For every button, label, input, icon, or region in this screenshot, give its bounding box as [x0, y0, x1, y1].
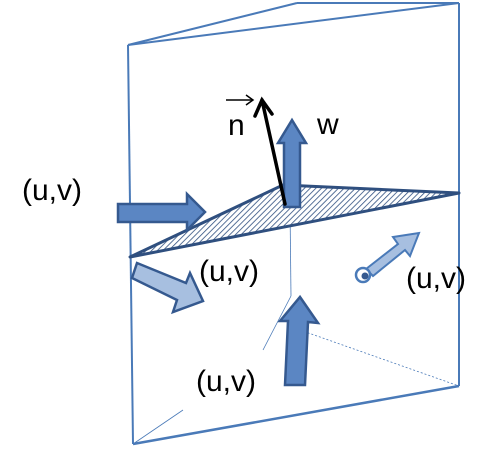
label-uv-center: (u,v): [199, 255, 259, 288]
label-uv-left: (u,v): [22, 174, 82, 207]
lower-left-flux-arrow: [130, 261, 205, 315]
bottom-edge-front: [132, 384, 460, 446]
cutting-plane: [128, 183, 461, 259]
top-edge-front: [127, 2, 460, 46]
label-uv-right: (u,v): [406, 262, 466, 295]
top-edge-left: [127, 2, 298, 46]
label-uv-bottom: (u,v): [196, 365, 256, 398]
vector-accent-icon: [226, 94, 255, 106]
label-w: w: [316, 108, 339, 141]
right-flux-arrow: [364, 231, 421, 278]
bottom-edge-hidden-back: [299, 329, 460, 387]
back-edge-hidden-lower: [262, 295, 292, 351]
left-flux-arrow: [116, 190, 207, 234]
normal-vector-arrow-icon: [253, 96, 287, 206]
out-of-page-icon: [354, 266, 372, 284]
w-velocity-arrow: [275, 117, 309, 209]
bottom-flux-arrow: [277, 294, 321, 387]
bottom-edge-hidden-left: [132, 409, 184, 445]
left-vertical-edge: [127, 44, 134, 445]
label-normal: n: [228, 109, 245, 142]
